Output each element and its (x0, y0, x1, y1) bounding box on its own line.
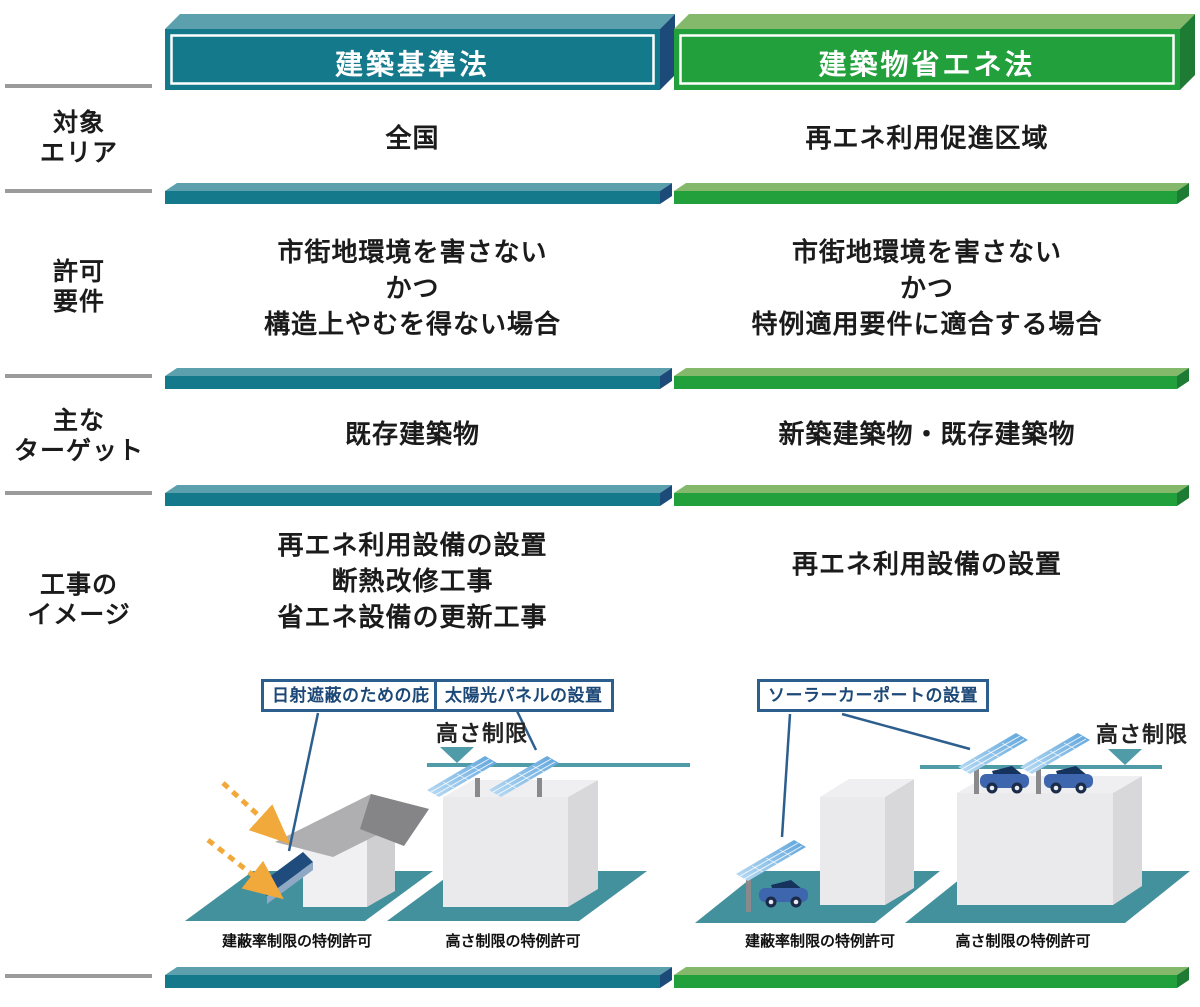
rooftop-solar-panel-building-icon (426, 747, 690, 907)
height-limit-label: 高さ制限 (436, 721, 529, 746)
cell-line: 再エネ利用促進区域 (805, 123, 1049, 153)
row-label-construction-image: 工事の イメージ (0, 570, 158, 630)
cell-line: 特例適用要件に適合する場合 (751, 309, 1103, 339)
callout-leader-line (287, 712, 320, 852)
callout-eaves: 日射遮蔽のための庇 (261, 679, 441, 712)
callout-leader-line (780, 713, 792, 838)
sunlight-arrows-icon (206, 781, 291, 900)
row-label-line: 要件 (52, 288, 105, 316)
height-limit-line (427, 763, 690, 767)
row-label-line: 許可 (52, 258, 105, 286)
row-label-main-target: 主な ターゲット (0, 406, 158, 466)
callout-leader-line (841, 712, 971, 751)
header-title-building-energy-act: 建築物省エネ法 (818, 49, 1036, 80)
caption-height-permit: 高さ制限の特例許可 (955, 933, 1091, 950)
cell-target-area-left: 全国 (165, 120, 660, 156)
header-title-building-standards-act: 建築基準法 (334, 49, 490, 80)
cell-construction-right: 再エネ利用設備の設置 (674, 546, 1180, 582)
divider-rule (5, 374, 152, 378)
cell-main-target-left: 既存建築物 (165, 416, 660, 452)
divider-rule (5, 491, 152, 495)
bottom-bar-green (674, 967, 1189, 988)
cell-line: 新築建築物・既存建築物 (778, 419, 1076, 449)
height-limit-marker (440, 747, 474, 763)
divider-rule (5, 974, 152, 978)
illustration-building-energy (695, 712, 1190, 923)
cell-permission-left: 市街地環境を害さない かつ 構造上やむを得ない場合 (165, 234, 660, 342)
cell-permission-right: 市街地環境を害さない かつ 特例適用要件に適合する場合 (674, 234, 1180, 342)
callout-solar-panel: 太陽光パネルの設置 (434, 679, 614, 712)
cell-main-target-right: 新築建築物・既存建築物 (674, 416, 1180, 452)
caption-coverage-permit: 建蔽率制限の特例許可 (744, 933, 896, 950)
separator-bar-teal (165, 485, 672, 506)
callout-solar-carport: ソーラーカーポートの設置 (757, 679, 989, 712)
cell-line: 全国 (385, 123, 440, 153)
ground-solar-carport-with-car-icon (735, 779, 914, 912)
cell-construction-left: 再エネ利用設備の設置 断熱改修工事 省エネ設備の更新工事 (165, 527, 660, 635)
height-limit-label: 高さ制限 (1096, 722, 1189, 747)
caption-height-permit: 高さ制限の特例許可 (445, 933, 581, 950)
row-label-target-area: 対象 エリア (0, 108, 158, 168)
separator-bar-teal (165, 183, 672, 204)
separator-bar-green (674, 183, 1189, 204)
bottom-bar-teal (165, 967, 672, 988)
cell-line: 市街地環境を害さない (791, 237, 1062, 267)
divider-rule (5, 189, 152, 193)
cell-line: かつ (385, 273, 440, 303)
cell-line: かつ (899, 273, 954, 303)
rooftop-solar-carport-with-cars-icon (920, 732, 1162, 905)
illustration-building-standards (185, 710, 690, 921)
header-bar-building-standards-act (165, 14, 675, 90)
row-label-line: 対象 (52, 109, 105, 137)
cell-line: 再エネ利用設備の設置 (791, 549, 1062, 579)
divider-rule (5, 84, 152, 88)
cell-line: 市街地環境を害さない (277, 237, 548, 267)
cell-line: 既存建築物 (344, 419, 480, 449)
cell-line: 断熱改修工事 (331, 566, 494, 596)
header-bar-building-energy-act (674, 14, 1195, 90)
caption-coverage-permit: 建蔽率制限の特例許可 (221, 933, 373, 950)
separator-bar-green (674, 368, 1189, 389)
row-label-line: ターゲット (13, 437, 144, 465)
row-label-line: イメージ (27, 601, 131, 629)
cell-line: 省エネ設備の更新工事 (277, 602, 548, 632)
row-label-line: 主な (52, 407, 105, 435)
row-label-line: エリア (39, 139, 118, 167)
callout-leader-line (515, 710, 538, 751)
height-limit-marker (1108, 749, 1142, 765)
row-label-line: 工事の (39, 571, 118, 599)
separator-bar-teal (165, 368, 672, 389)
separator-bar-green (674, 485, 1189, 506)
cell-line: 構造上やむを得ない場合 (263, 309, 561, 339)
cell-target-area-right: 再エネ利用促進区域 (674, 120, 1180, 156)
cell-line: 再エネ利用設備の設置 (277, 530, 548, 560)
row-label-permission-requirements: 許可 要件 (0, 257, 158, 317)
